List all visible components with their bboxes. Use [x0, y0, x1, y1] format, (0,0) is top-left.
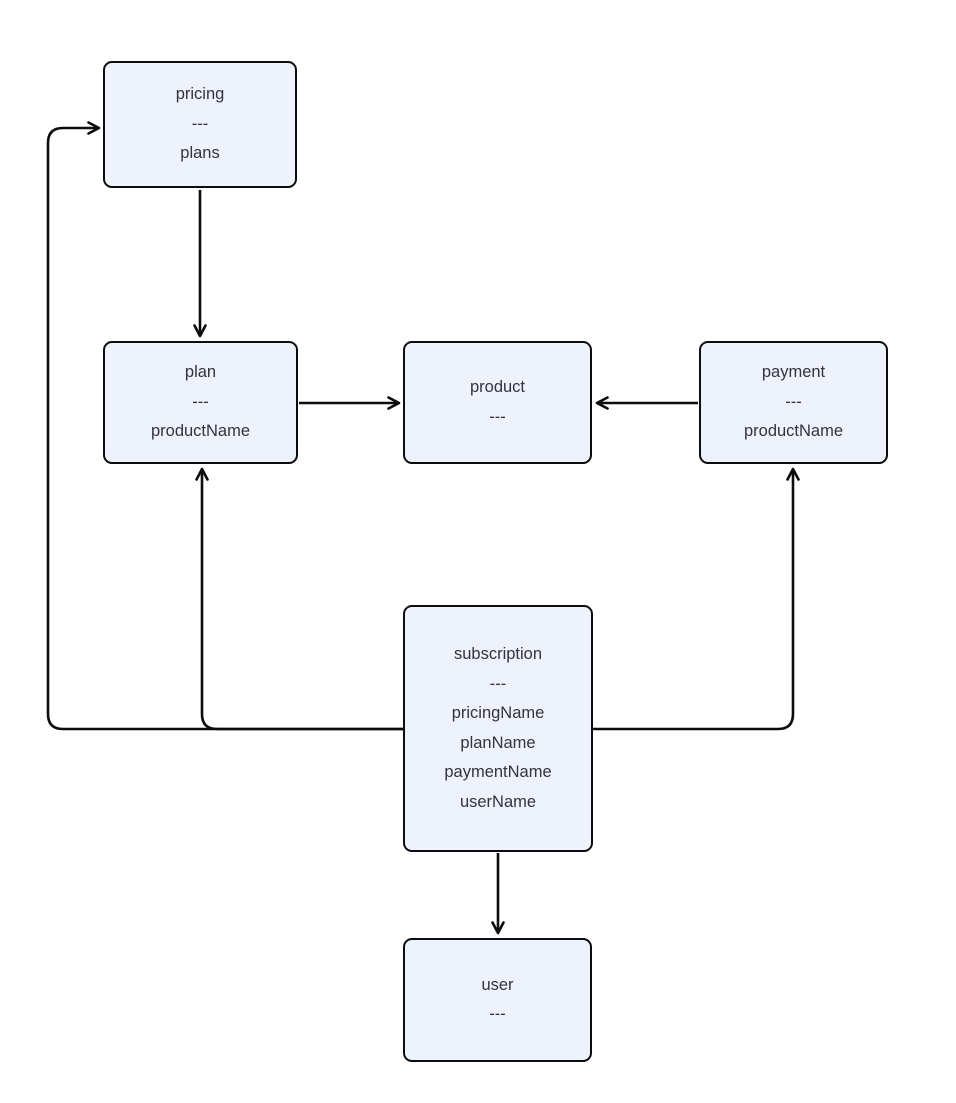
node-plan: plan --- productName	[103, 341, 298, 464]
node-plan-attr: productName	[150, 422, 251, 441]
node-pricing-divider: ---	[191, 114, 209, 133]
node-pricing-attr: plans	[180, 144, 220, 163]
node-subscription: subscription --- pricingName planName pa…	[403, 605, 593, 852]
node-payment: payment --- productName	[699, 341, 888, 464]
node-pricing: pricing --- plans	[103, 61, 297, 188]
node-user: user ---	[403, 938, 592, 1062]
node-payment-title: payment	[761, 363, 826, 382]
node-user-title: user	[481, 975, 514, 994]
node-plan-title: plan	[184, 363, 217, 382]
node-product-divider: ---	[489, 407, 506, 426]
edge-subscription-payment	[593, 467, 800, 731]
node-plan-divider: ---	[192, 392, 209, 411]
node-subscription-divider: ---	[489, 674, 507, 693]
node-payment-attr: productName	[743, 422, 844, 441]
edge-subscription-plan	[195, 467, 403, 731]
node-subscription-attr: planName	[460, 733, 536, 752]
node-subscription-attr: paymentName	[444, 763, 552, 781]
node-subscription-attr: pricingName	[451, 704, 545, 722]
node-payment-divider: ---	[785, 392, 802, 411]
node-pricing-title: pricing	[175, 85, 225, 104]
node-product: product ---	[403, 341, 592, 464]
node-subscription-title: subscription	[453, 645, 543, 663]
node-product-title: product	[469, 378, 526, 396]
node-user-divider: ---	[489, 1005, 506, 1023]
node-subscription-attr: userName	[459, 792, 537, 811]
